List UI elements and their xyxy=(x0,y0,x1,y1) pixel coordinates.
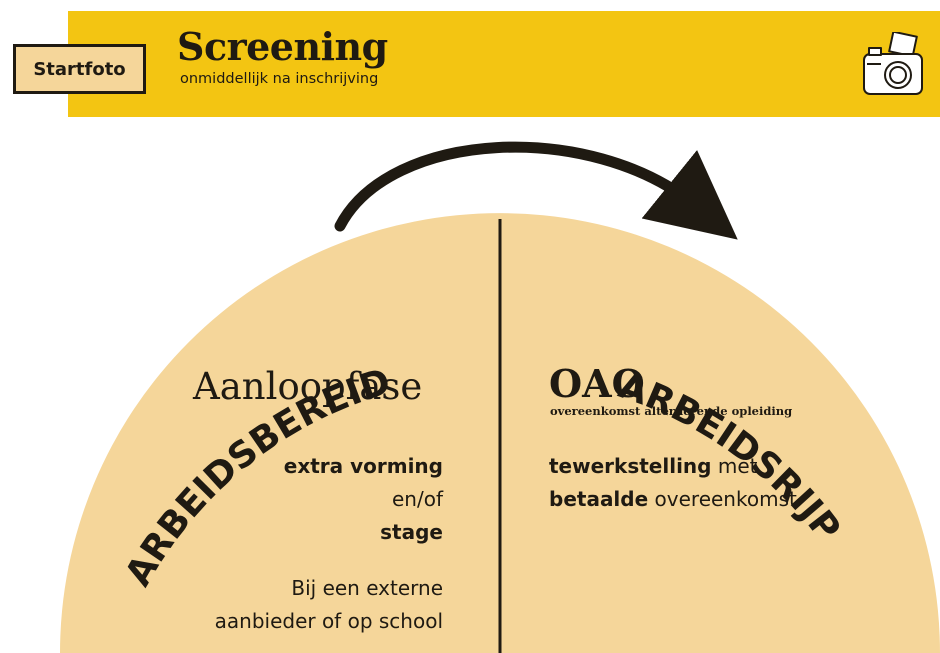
note-line-2: aanbieder of op school xyxy=(214,609,443,633)
en-of-text: en/of xyxy=(392,487,443,511)
betaalde-text: betaalde xyxy=(549,487,649,511)
page-subtitle: onmiddellijk na inschrijving xyxy=(180,71,379,87)
overeenkomst-text: overeenkomst xyxy=(648,487,797,511)
met-text: met xyxy=(711,454,758,478)
startfoto-badge: Startfoto xyxy=(13,44,146,94)
aanloopfase-details: extra vorming en/of stage xyxy=(284,450,443,549)
aanloopfase-note: Bij een externe aanbieder of op school xyxy=(215,572,443,638)
oao-title: OAO xyxy=(549,361,645,406)
header-banner xyxy=(68,11,940,117)
progress-arrow xyxy=(334,141,738,240)
camera-icon xyxy=(863,32,923,95)
extra-vorming-text: extra vorming xyxy=(283,454,443,478)
oao-details: tewerkstelling met betaalde overeenkomst xyxy=(549,450,797,516)
oao-subtitle: overeenkomst alternerende opleiding xyxy=(550,404,793,418)
page-title: Screening xyxy=(177,24,388,69)
oao-line-2: betaalde overeenkomst xyxy=(549,483,797,516)
tewerkstelling-text: tewerkstelling xyxy=(549,454,712,478)
aanloopfase-title: Aanloopfase xyxy=(193,365,423,408)
note-line-1: Bij een externe xyxy=(291,576,443,600)
oao-line-1: tewerkstelling met xyxy=(549,450,797,483)
stage-text: stage xyxy=(380,520,443,544)
